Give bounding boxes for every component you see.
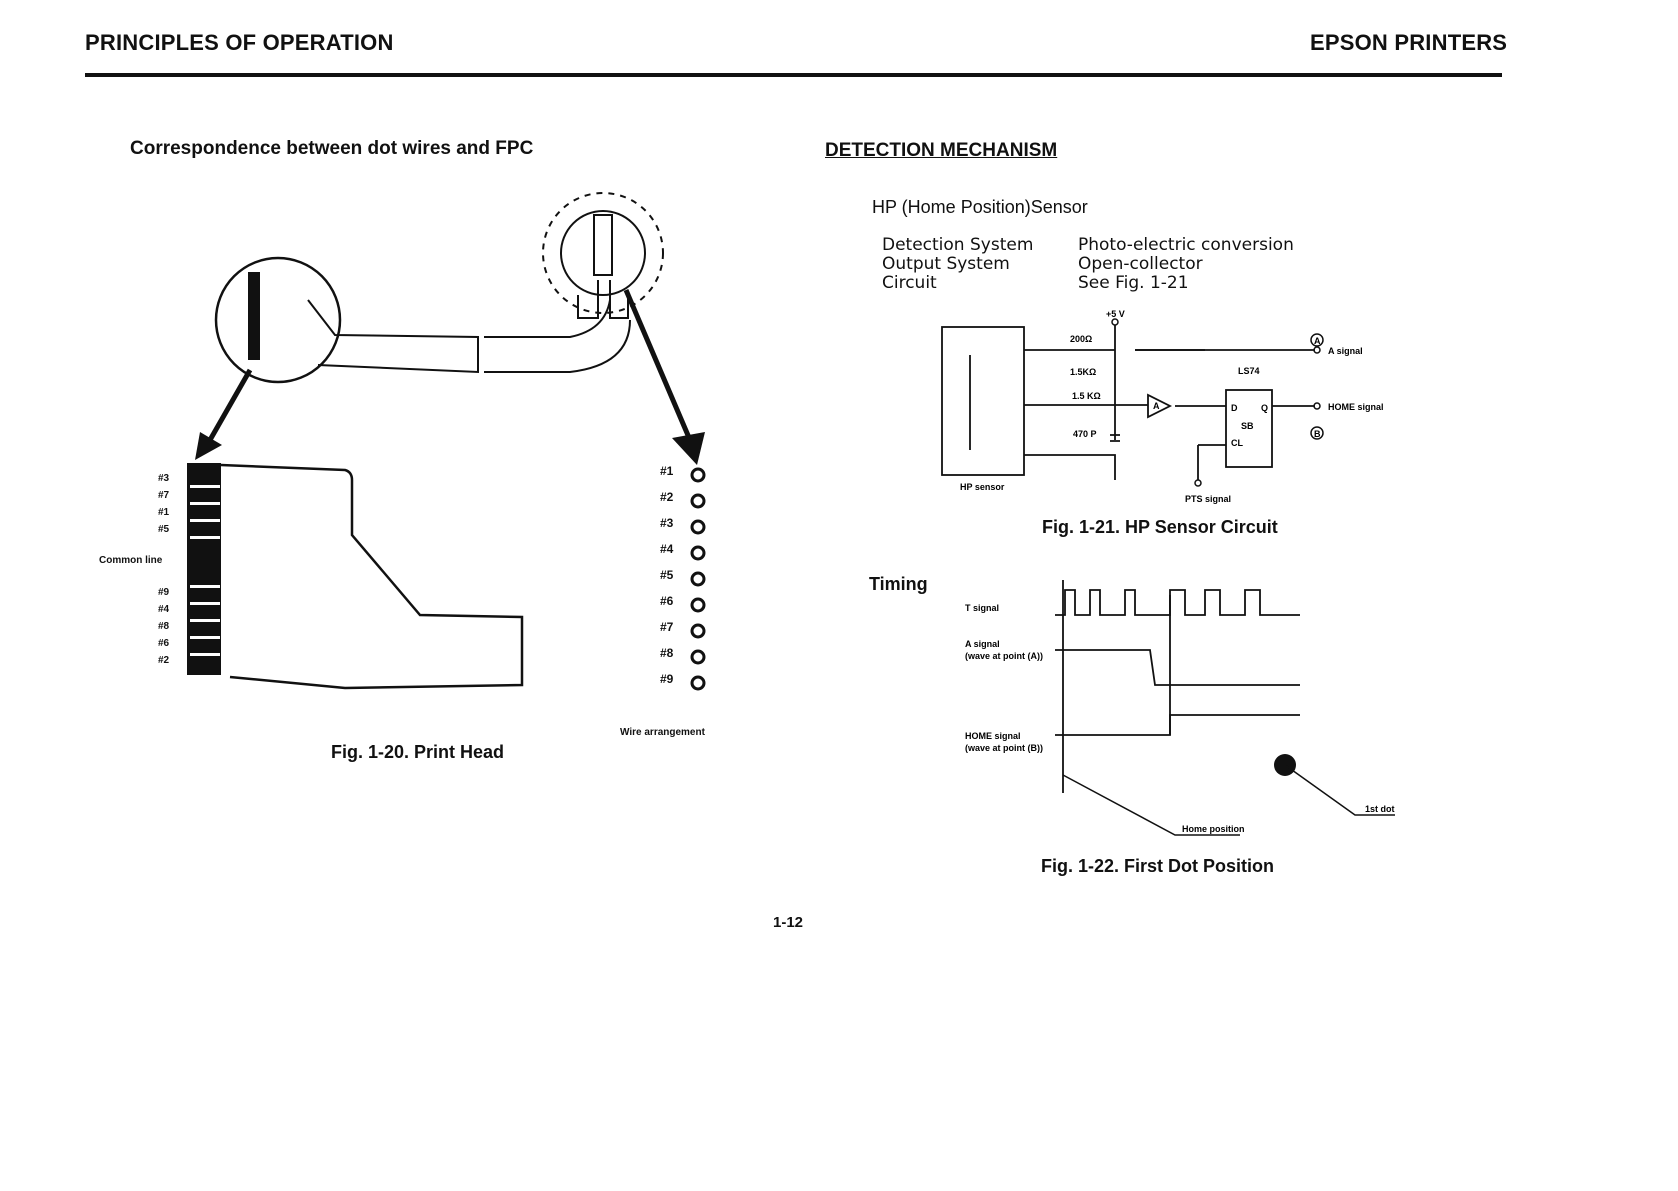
spec-label-detection: Detection System	[882, 235, 1034, 255]
circuit-pts-signal: PTS signal	[1185, 494, 1231, 504]
spec-value-output: Open-collector	[1078, 254, 1203, 274]
arrow-to-fpc	[195, 368, 253, 460]
circuit-vcc: +5 V	[1106, 309, 1125, 319]
fpc-label-6: #6	[158, 638, 170, 649]
circuit-ff-sb: SB	[1241, 421, 1254, 431]
spec-value-detection: Photo-electric conversion	[1078, 235, 1294, 255]
circuit-cap: 470 P	[1073, 429, 1097, 439]
fpc-cable-bend	[484, 299, 631, 373]
left-section-title: Correspondence between dot wires and FPC	[130, 138, 534, 159]
timing-home-signal-1: HOME signal	[965, 731, 1021, 741]
page-number: 1-12	[773, 914, 804, 931]
timing-title: Timing	[869, 574, 928, 594]
wire-label-4: #4	[660, 542, 674, 556]
timing-diagram: T signal A signal (wave at point (A)) HO…	[965, 580, 1395, 836]
circuit-r1: 200Ω	[1070, 334, 1092, 344]
timing-a-signal-2: (wave at point (A))	[965, 651, 1043, 661]
fpc-label-7: #7	[158, 490, 170, 501]
wire-label-9: #9	[660, 672, 674, 686]
wire-label-3: #3	[660, 516, 674, 530]
circuit-inverter: A	[1153, 401, 1160, 411]
spec-values: Photo-electric conversion Open-collector…	[1078, 236, 1294, 293]
wire-label-5: #5	[660, 568, 674, 582]
fpc-label-8: #8	[158, 621, 170, 632]
wire-label-7: #7	[660, 620, 674, 634]
fpc-label-4: #4	[158, 604, 170, 615]
wire-label-2: #2	[660, 490, 674, 504]
fpc-label-1: #1	[158, 507, 170, 518]
spec-label-output: Output System	[882, 254, 1010, 274]
fpc-label-9: #9	[158, 587, 170, 598]
header-right-title: EPSON PRINTERS	[1310, 30, 1508, 55]
header-left-title: PRINCIPLES OF OPERATION	[85, 30, 394, 55]
hp-sensor-title: HP (Home Position)Sensor	[872, 197, 1088, 217]
figure-1-20-caption: Fig. 1-20. Print Head	[331, 742, 505, 762]
timing-first-dot: 1st dot	[1365, 804, 1395, 814]
timing-t-signal: T signal	[965, 603, 999, 613]
print-head-gear	[542, 192, 664, 319]
circuit-ff-d: D	[1231, 403, 1238, 413]
figure-1-22-caption: Fig. 1-22. First Dot Position	[1041, 856, 1275, 876]
magnifier-fpc-lines	[248, 272, 260, 360]
circuit-point-a: A	[1314, 336, 1321, 346]
magnifier-circle	[214, 256, 342, 384]
fpc-label-5: #5	[158, 524, 170, 535]
hp-sensor-box	[941, 326, 1025, 476]
circuit-r2: 1.5KΩ	[1070, 367, 1096, 377]
spec-label-circuit: Circuit	[882, 273, 937, 293]
fpc-enlarged	[187, 463, 524, 690]
wire-label-6: #6	[660, 594, 674, 608]
arrow-to-wire-arrangement	[623, 289, 705, 465]
circuit-home-signal: HOME signal	[1328, 402, 1384, 412]
figure-1-21-caption: Fig. 1-21. HP Sensor Circuit	[1042, 517, 1278, 537]
circuit-r3: 1.5 KΩ	[1072, 391, 1101, 401]
circuit-point-b: B	[1314, 429, 1321, 439]
spec-labels: Detection System Output System Circuit	[882, 236, 1033, 293]
fpc-label-2: #2	[158, 655, 170, 666]
fpc-label-3: #3	[158, 473, 170, 484]
wire-arrangement-label: Wire arrangement	[620, 727, 705, 738]
fpc-cable-upper	[307, 299, 479, 374]
circuit-a-signal: A signal	[1328, 346, 1363, 356]
wire-label-8: #8	[660, 646, 674, 660]
circuit-ff-cl: CL	[1231, 438, 1243, 448]
circuit-ff-q: Q	[1261, 403, 1268, 413]
wire-dots	[690, 467, 706, 691]
circuit-hp-sensor: HP sensor	[960, 482, 1005, 492]
circuit-ic: LS74	[1238, 366, 1260, 376]
wire-label-1: #1	[660, 464, 674, 478]
fpc-label-common-line: Common line	[99, 555, 163, 566]
timing-a-signal-1: A signal	[965, 639, 1000, 649]
header-rule	[85, 73, 1502, 77]
timing-home-position: Home position	[1182, 824, 1245, 834]
hp-sensor-circuit: +5 V 200Ω 1.5KΩ 1.5 KΩ 470 P LS74 D Q SB…	[941, 309, 1384, 504]
spec-value-circuit: See Fig. 1-21	[1078, 273, 1189, 293]
right-section-title: DETECTION MECHANISM	[825, 140, 1058, 161]
timing-home-signal-2: (wave at point (B))	[965, 743, 1043, 753]
